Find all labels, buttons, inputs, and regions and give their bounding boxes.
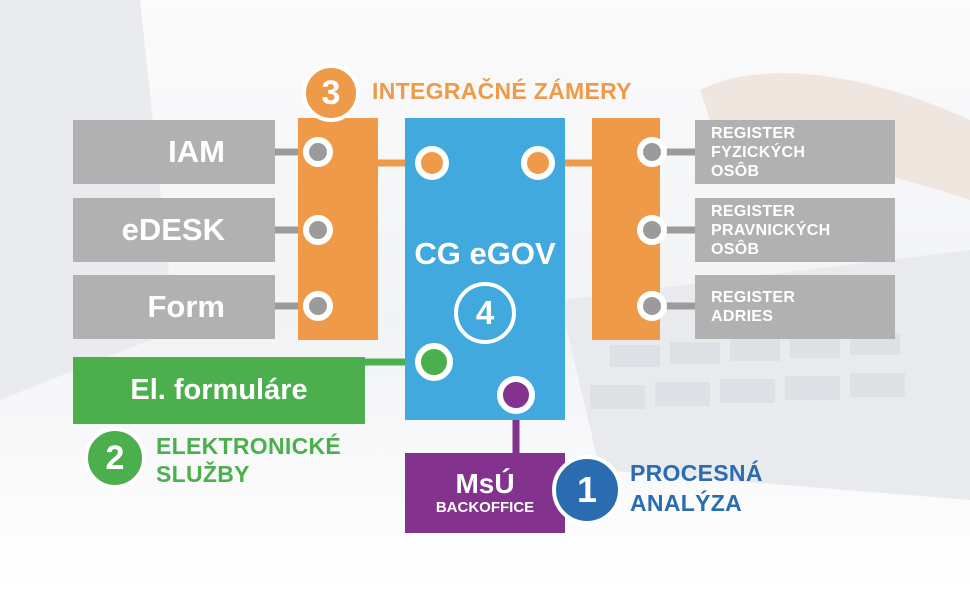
- step-2-circle: 2: [84, 427, 146, 489]
- register-adries-label: REGISTER ADRIES: [711, 289, 796, 325]
- iam-label: IAM: [168, 134, 225, 169]
- msu-title: MsÚ: [455, 468, 515, 499]
- el-formulare-box: El. formuláre: [73, 357, 365, 424]
- backoffice-subtitle: BACKOFFICE: [435, 499, 535, 516]
- edesk-box: eDESK: [73, 198, 275, 262]
- ring-register-adries: [637, 291, 667, 321]
- form-label: Form: [147, 289, 226, 324]
- register-adries-box: REGISTER ADRIES: [695, 275, 895, 339]
- register-pravnickych-osob-label: REGISTER PRAVNICKÝCH OSÔB: [711, 202, 831, 258]
- step-1-circle: 1: [552, 455, 622, 525]
- ring-edesk: [303, 215, 333, 245]
- register-pravnickych-osob-box: REGISTER PRAVNICKÝCH OSÔB: [695, 198, 895, 262]
- register-fyzickych-osob-box: REGISTER FYZICKÝCH OSÔB: [695, 120, 895, 184]
- ring-register-fo: [637, 137, 667, 167]
- edesk-label: eDESK: [121, 212, 225, 247]
- register-fyzickych-osob-label: REGISTER FYZICKÝCH OSÔB: [711, 124, 806, 180]
- electronic-services-label: ELEKTRONICKÉ SLUŽBY: [156, 433, 342, 487]
- process-analysis-label: PROCESNÁ ANALÝZA: [630, 460, 763, 516]
- step-4-circle: 4: [454, 282, 516, 344]
- ring-register-po: [637, 215, 667, 245]
- ring-iam: [303, 137, 333, 167]
- iam-box: IAM: [73, 120, 275, 184]
- cg-egov-title: CG eGOV: [414, 236, 556, 271]
- integration-label: INTEGRAČNÉ ZÁMERY: [372, 78, 632, 104]
- el-formulare-label: El. formuláre: [130, 374, 308, 406]
- ring-form: [303, 291, 333, 321]
- step-3-circle: 3: [302, 64, 360, 122]
- form-box: Form: [73, 275, 275, 339]
- msu-backoffice-box: MsÚ BACKOFFICE: [405, 453, 565, 533]
